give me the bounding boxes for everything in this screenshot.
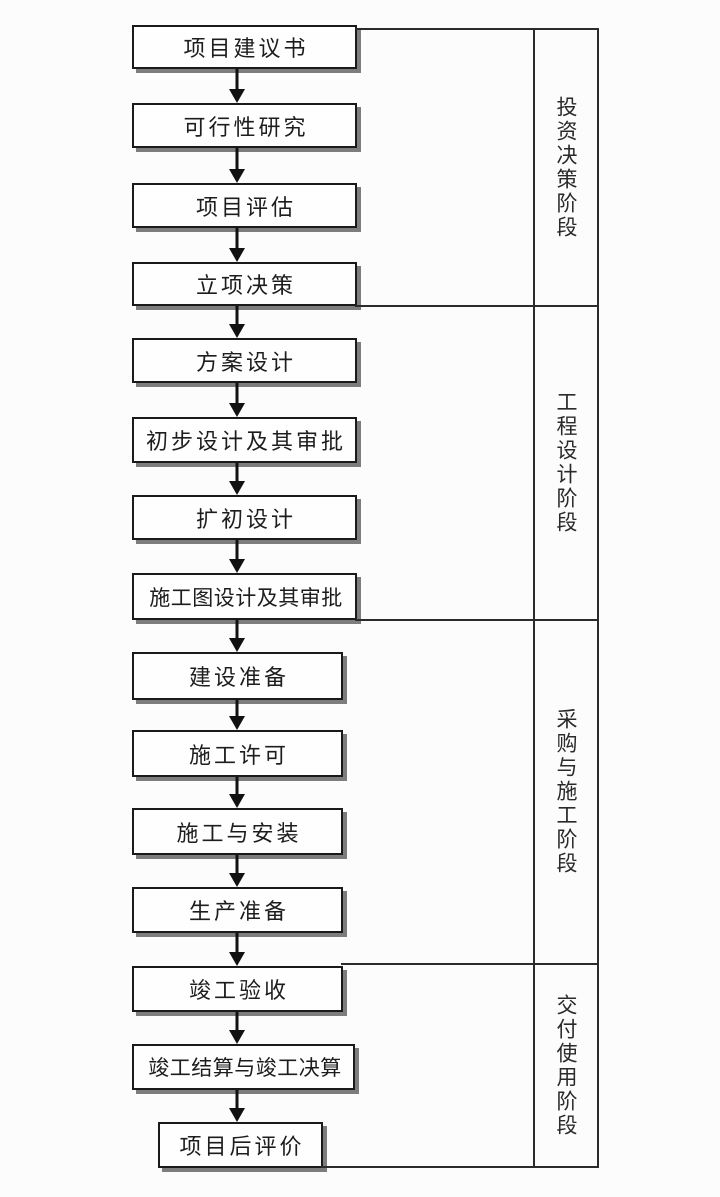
flow-arrow-down-icon (229, 777, 245, 808)
flow-step-10: 施工许可 (132, 730, 343, 777)
phase-bracket-line-right (597, 28, 599, 1168)
flow-step-4: 立项决策 (132, 262, 357, 306)
flow-step-11: 施工与安装 (132, 808, 343, 855)
phase-label-investment-decision: 投资决策阶段 (554, 95, 578, 240)
flow-arrow-down-icon (229, 1090, 245, 1122)
flow-step-label: 可行性研究 (183, 114, 309, 140)
phase-label-procurement-construction: 采购与施工阶段 (554, 708, 578, 876)
flow-arrow-down-icon (229, 540, 245, 573)
flow-step-label: 立项决策 (195, 273, 296, 298)
phase-bracket-line-top (355, 28, 599, 30)
flow-step-2: 可行性研究 (132, 103, 357, 148)
flow-arrow-down-icon (229, 148, 245, 183)
flow-step-15: 项目后评价 (158, 1122, 323, 1168)
flow-step-1: 项目建议书 (132, 25, 357, 69)
flow-step-9: 建设准备 (132, 652, 343, 700)
flow-step-label: 施工与安装 (176, 820, 302, 846)
flow-step-6: 初步设计及其审批 (132, 417, 357, 463)
flow-step-label: 项目评估 (195, 194, 296, 220)
flow-step-label: 初步设计及其审批 (145, 429, 346, 454)
phase-label-engineering-design: 工程设计阶段 (554, 391, 578, 535)
phase-label-delivery-use: 交付使用阶段 (554, 993, 578, 1138)
flow-step-13: 竣工验收 (132, 966, 343, 1012)
flow-step-label: 竣工结算与竣工决算 (148, 1056, 342, 1080)
flow-arrow-down-icon (229, 933, 245, 966)
flow-step-label: 施工许可 (188, 742, 289, 768)
flow-step-label: 建设准备 (188, 665, 289, 690)
flow-arrow-down-icon (229, 306, 245, 338)
flow-step-label: 竣工验收 (188, 978, 289, 1003)
flow-step-label: 项目建议书 (183, 36, 309, 61)
flow-step-label: 方案设计 (195, 349, 296, 375)
flow-arrow-down-icon (229, 700, 245, 730)
flow-arrow-down-icon (229, 1012, 245, 1044)
flow-step-label: 扩初设计 (195, 506, 296, 532)
phase-bracket-line-left (533, 28, 535, 1168)
flow-arrow-down-icon (229, 620, 245, 652)
flow-step-8: 施工图设计及其审批 (132, 573, 357, 620)
phase-bracket-line-bottom (321, 1166, 599, 1168)
flow-step-12: 生产准备 (132, 887, 343, 933)
flow-arrow-down-icon (229, 383, 245, 417)
flow-step-label: 生产准备 (188, 899, 289, 924)
flow-step-label: 施工图设计及其审批 (149, 585, 343, 610)
flow-step-label: 项目后评价 (179, 1134, 305, 1159)
flow-step-3: 项目评估 (132, 183, 357, 228)
phase-bracket-divider-2 (355, 619, 599, 621)
flow-arrow-down-icon (229, 855, 245, 887)
phase-bracket-divider-3 (341, 963, 599, 965)
flow-step-5: 方案设计 (132, 338, 357, 383)
flow-step-14: 竣工结算与竣工决算 (132, 1044, 355, 1090)
flow-step-7: 扩初设计 (132, 495, 357, 540)
flow-arrow-down-icon (229, 463, 245, 495)
phase-bracket-divider-1 (355, 305, 599, 307)
flow-arrow-down-icon (229, 228, 245, 262)
flow-arrow-down-icon (229, 69, 245, 103)
